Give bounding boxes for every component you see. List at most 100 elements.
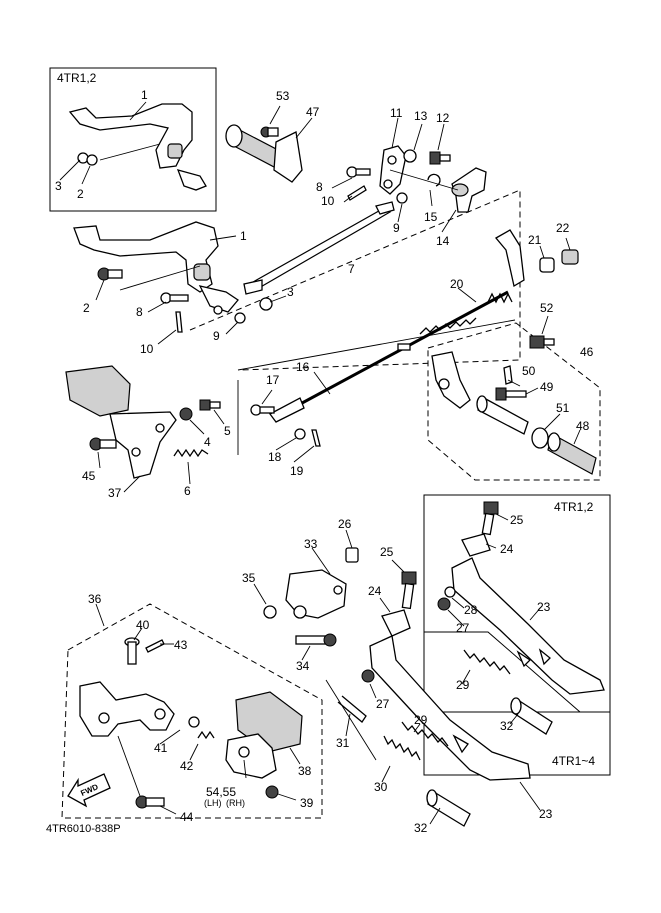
footrest-rubber-left bbox=[65, 365, 131, 417]
callout: 45 bbox=[82, 469, 96, 483]
callout: 12 bbox=[436, 111, 450, 125]
brake-pedal-main bbox=[73, 221, 239, 315]
callout: 8 bbox=[136, 305, 143, 319]
footrest-48 bbox=[547, 432, 597, 475]
bracket-36 bbox=[79, 681, 175, 737]
washer-9-upper bbox=[396, 192, 408, 204]
callout: 19 bbox=[290, 464, 304, 478]
cotter-pin-19 bbox=[311, 429, 321, 447]
leader-lines-sidestand bbox=[253, 529, 541, 825]
inset-label-4tr12-top: 4TR1,2 bbox=[57, 71, 97, 85]
cotter-pin-10-upper bbox=[347, 185, 367, 201]
bolt-25-center bbox=[401, 571, 417, 610]
callout: 27 bbox=[456, 621, 470, 635]
callout: 25 bbox=[510, 513, 524, 527]
callout: 22 bbox=[556, 221, 570, 235]
callout: 29 bbox=[456, 678, 470, 692]
callout: 3 bbox=[55, 179, 62, 193]
sleeve-32-inset bbox=[510, 697, 553, 735]
sidestand-23-inset bbox=[451, 557, 605, 695]
inset-label-4tr12-right: 4TR1,2 bbox=[554, 500, 594, 514]
bolt-2 bbox=[97, 267, 123, 281]
collar-41 bbox=[188, 716, 200, 728]
callout: 2 bbox=[77, 187, 84, 201]
callout: 35 bbox=[242, 571, 256, 585]
leader-lines-rod-16 bbox=[261, 287, 477, 463]
callout: 7 bbox=[348, 262, 355, 276]
washer-13 bbox=[403, 149, 417, 163]
leader-lines-footrest bbox=[269, 105, 313, 139]
bolt-25-inset bbox=[481, 501, 499, 536]
nut-4 bbox=[179, 407, 193, 421]
leader-lines-37 bbox=[97, 409, 225, 493]
washer-3 bbox=[259, 297, 273, 311]
pin-26 bbox=[345, 547, 359, 563]
washer-35 bbox=[263, 605, 277, 619]
callout: 23 bbox=[537, 600, 551, 614]
spring-6 bbox=[173, 448, 209, 458]
callout: 41 bbox=[154, 741, 168, 755]
callout: 38 bbox=[298, 764, 312, 778]
callout: 4 bbox=[204, 435, 211, 449]
callout: 24 bbox=[368, 584, 382, 598]
pin-8 bbox=[160, 292, 189, 304]
bolt-45 bbox=[89, 437, 117, 451]
nut-39 bbox=[265, 785, 279, 799]
callout: 33 bbox=[304, 537, 318, 551]
spring-20 bbox=[487, 292, 513, 304]
leader-lines-group-46 bbox=[507, 315, 581, 445]
leader-lines-21-22 bbox=[539, 237, 571, 259]
callout: 17 bbox=[266, 373, 280, 387]
brake-link-lever bbox=[495, 229, 525, 288]
washer-28 bbox=[444, 586, 456, 598]
nut-22 bbox=[561, 249, 579, 265]
inset-label-4tr14: 4TR1~4 bbox=[552, 754, 595, 768]
callout: 50 bbox=[522, 364, 536, 378]
callout: 11 bbox=[390, 106, 403, 120]
callout: 23 bbox=[539, 807, 553, 821]
washer-51 bbox=[531, 427, 549, 449]
leader-lines-main-pedal bbox=[95, 235, 287, 345]
callout: 24 bbox=[500, 542, 514, 556]
collar-24-center bbox=[381, 609, 411, 637]
bracket-33 bbox=[285, 569, 347, 619]
sleeve-32-center bbox=[426, 789, 471, 827]
bolt-53 bbox=[260, 126, 279, 138]
sidestand-23-main bbox=[369, 635, 531, 781]
callout: 2 bbox=[83, 301, 90, 315]
washer-9 bbox=[234, 312, 246, 324]
callout: 34 bbox=[296, 659, 310, 673]
brake-rod-16 bbox=[269, 290, 509, 423]
brake-pedal-small bbox=[68, 103, 207, 191]
nut-27-inset bbox=[437, 597, 451, 611]
callout: 10 bbox=[321, 194, 335, 208]
cotter-pin-10 bbox=[175, 311, 183, 333]
nut-27-center bbox=[361, 669, 375, 683]
callout: 15 bbox=[424, 210, 438, 224]
pin-17 bbox=[250, 404, 275, 416]
cotter-pin-43 bbox=[145, 639, 165, 653]
rh-label: (RH) bbox=[226, 798, 245, 808]
bolt-52 bbox=[529, 335, 555, 349]
leader-lines-upper-right bbox=[331, 117, 459, 233]
bolt-34 bbox=[295, 633, 337, 647]
drawing-code: 4TR6010-838P bbox=[46, 823, 121, 835]
callout: 40 bbox=[136, 618, 150, 632]
footrest-47 bbox=[225, 124, 303, 183]
callout: 1 bbox=[141, 88, 148, 102]
brake-arm-11 bbox=[379, 145, 407, 195]
callout: 10 bbox=[140, 342, 154, 356]
callout: 13 bbox=[414, 109, 428, 123]
callout: 37 bbox=[108, 486, 122, 500]
callout: 14 bbox=[436, 234, 450, 248]
callout: 52 bbox=[540, 301, 554, 315]
inset-frame-4tr12-top bbox=[49, 67, 217, 212]
inset-frame-4tr14 bbox=[423, 631, 611, 776]
callout: 21 bbox=[528, 233, 542, 247]
collar-24-inset bbox=[461, 533, 491, 557]
group-frame-46 bbox=[427, 322, 601, 481]
shaft-rear bbox=[476, 395, 529, 435]
callout: 36 bbox=[88, 592, 102, 606]
callout: 9 bbox=[213, 329, 220, 343]
leader-lines-top-inset bbox=[59, 101, 161, 185]
